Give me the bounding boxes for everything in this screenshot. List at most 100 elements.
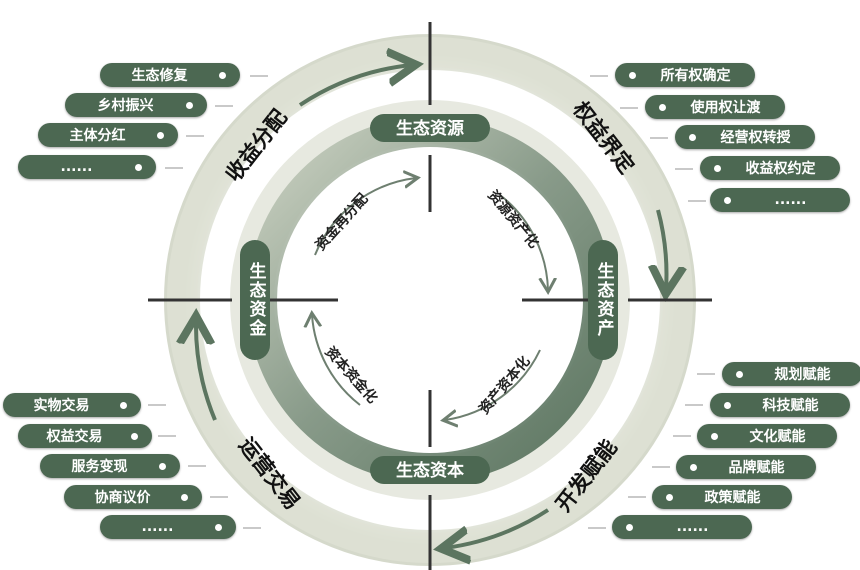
connector-dash [158,435,176,437]
list-item-rights: 使用权让渡 [645,95,785,119]
quadrant-label-eco-fund: 生态资金 [240,240,270,360]
list-item-label: 实物交易 [33,398,90,414]
arrow-empowerment [445,508,550,548]
list-item-empowerment: 规划赋能 [722,362,860,386]
bullet-icon [711,432,718,440]
connector-dash [188,465,206,467]
arrow-distribution [298,65,412,107]
pill-eco-capital [370,456,490,484]
bullet-icon [689,133,696,141]
bullet-icon [135,163,142,171]
bullet-icon [157,131,164,139]
list-item-label: ...... [141,519,174,535]
list-item-label: 主体分红 [69,128,126,144]
list-item-rights: 收益权约定 [700,156,840,180]
list-item-label: 文化赋能 [749,429,806,445]
arrow-redistribution [314,178,416,256]
list-item-empowerment: 政策赋能 [652,485,792,509]
list-item-distribution: 生态修复 [100,63,240,87]
list-item-empowerment: 科技赋能 [710,393,850,417]
connector-dash [628,496,646,498]
list-item-rights: 经营权转授 [675,125,815,149]
list-item-label: 品牌赋能 [728,460,785,476]
list-item-distribution: ...... [18,155,156,179]
list-item-label: 权益交易 [46,429,103,445]
connector-dash [210,496,228,498]
connector-dash [685,404,703,406]
list-item-label: 收益权约定 [745,161,816,177]
bullet-icon [181,493,188,501]
connector-dash [243,527,261,529]
list-item-label: 服务变现 [71,459,128,475]
list-item-label: 生态修复 [131,68,188,84]
connector-dash [697,373,715,375]
connector-dash [148,404,166,406]
arrow-assetization [499,194,548,290]
connector-dash [650,137,668,139]
pill-eco-fund [240,240,270,360]
quadrant-label: 生态资源 [396,118,464,139]
bullet-icon [629,71,636,79]
list-item-label: 协商议价 [94,490,151,506]
list-item-trading: 实物交易 [3,393,141,417]
list-item-trading: 协商议价 [64,485,202,509]
list-item-label: 规划赋能 [774,367,831,383]
arrow-capitalization [445,349,541,420]
connector-dash [250,75,268,77]
quadrant-label: 生态资产 [593,262,614,338]
list-item-label: ...... [60,159,93,175]
connector-dash [620,107,638,109]
bullet-icon [215,523,222,531]
bullet-icon [690,463,697,471]
quadrant-label: 生态资金 [245,262,266,338]
inner-circle [284,154,576,446]
bullet-icon [219,71,226,79]
bullet-icon [626,523,633,531]
bullet-icon [131,432,138,440]
arrow-rights [658,209,666,290]
list-item-label: 使用权让渡 [690,100,761,116]
list-item-label: 乡村振兴 [97,98,154,114]
connector-dash [673,435,691,437]
quadrant-label: 生态资本 [396,460,464,481]
connector-dash [186,135,204,137]
connector-dash [652,466,670,468]
quadrant-label-eco-asset: 生态资产 [588,240,618,360]
bullet-icon [736,370,743,378]
list-item-label: 所有权确定 [660,68,731,84]
list-item-distribution: 乡村振兴 [65,93,207,117]
list-item-label: ...... [676,519,709,535]
list-item-trading: 服务变现 [40,454,180,478]
list-item-label: 科技赋能 [762,398,819,414]
connector-dash [588,527,606,529]
list-item-trading: ...... [100,515,236,539]
list-item-empowerment: ...... [612,515,752,539]
bullet-icon [159,462,166,470]
connector-dash [688,200,706,202]
connector-dash [215,105,233,107]
arrow-trading [196,320,217,421]
list-item-rights: ...... [710,188,850,212]
connector-dash [590,75,608,77]
list-item-empowerment: 文化赋能 [697,424,837,448]
bullet-icon [659,103,666,111]
list-item-label: 政策赋能 [704,490,761,506]
arrow-monetization [312,315,361,406]
list-item-rights: 所有权确定 [615,63,755,87]
list-item-empowerment: 品牌赋能 [676,455,816,479]
bullet-icon [714,164,721,172]
list-item-label: 经营权转授 [720,130,791,146]
pill-eco-resource [370,114,490,142]
list-item-distribution: 主体分红 [38,123,178,147]
bullet-icon [666,493,673,501]
list-item-trading: 权益交易 [18,424,152,448]
bullet-icon [120,401,127,409]
connector-dash [165,167,183,169]
pill-eco-asset [588,240,618,360]
bullet-icon [186,101,193,109]
list-item-label: ...... [774,192,807,208]
bullet-icon [724,196,731,204]
bullet-icon [724,401,731,409]
